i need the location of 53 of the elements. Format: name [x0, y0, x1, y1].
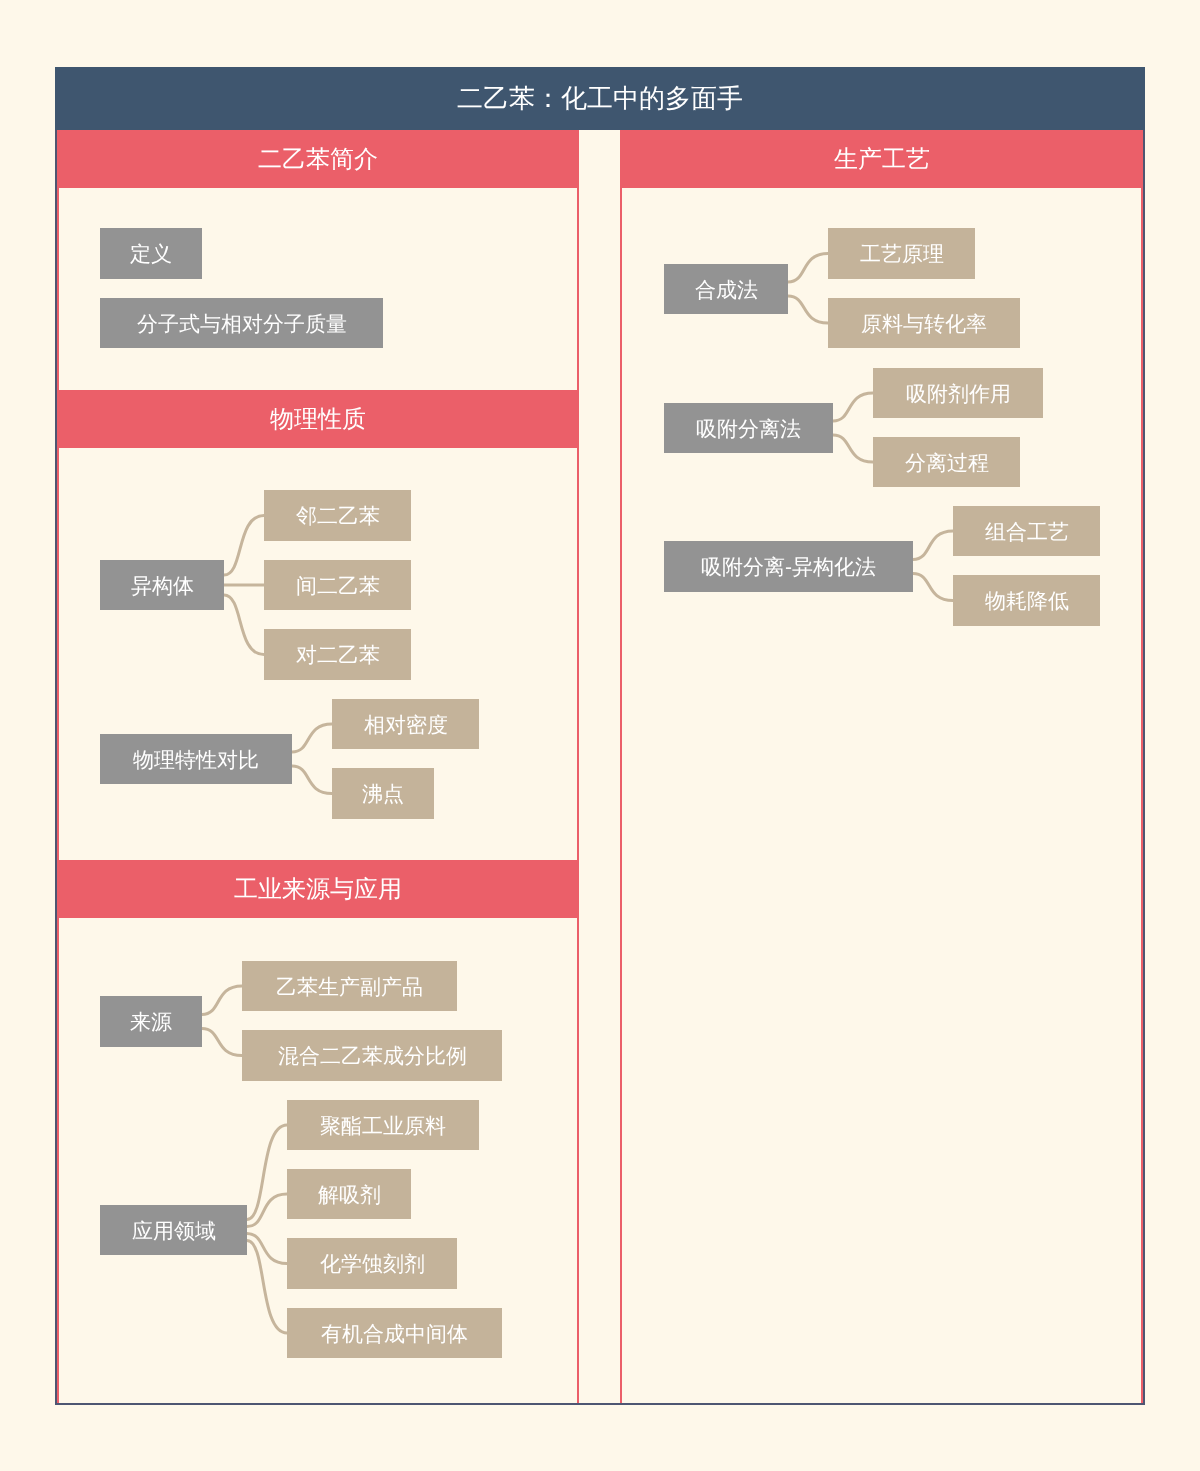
subtopic-box: 聚酯工业原料: [287, 1100, 479, 1150]
diagram-frame: [55, 67, 1145, 1405]
subtopic-box: 间二乙苯: [264, 560, 411, 610]
connector-line: [246, 1123, 288, 1221]
connector-line: [832, 391, 874, 423]
topic-box: 应用领域: [100, 1205, 247, 1255]
topic-box: 定义: [100, 228, 202, 279]
subtopic-box: 乙苯生产副产品: [242, 961, 457, 1011]
subtopic-box: 分离过程: [873, 437, 1020, 487]
section-panel: [620, 130, 1143, 1403]
connector-line: [832, 433, 874, 464]
topic-box: 吸附分离-异构化法: [664, 541, 913, 592]
section-header: 生产工艺: [622, 130, 1141, 188]
connector-line: [224, 583, 264, 587]
title-bar: 二乙苯：化工中的多面手: [55, 67, 1145, 130]
connector-line: [223, 593, 265, 656]
connector-line: [246, 1192, 288, 1228]
section-header: 二乙苯简介: [59, 130, 577, 188]
connector-line: [223, 514, 265, 577]
section-header: 工业来源与应用: [59, 860, 577, 918]
topic-box: 合成法: [664, 264, 788, 314]
subtopic-box: 吸附剂作用: [873, 368, 1043, 418]
subtopic-box: 原料与转化率: [828, 298, 1020, 348]
connector-line: [787, 252, 829, 284]
section-panel: [57, 130, 579, 390]
subtopic-box: 有机合成中间体: [287, 1308, 502, 1358]
topic-box: 吸附分离法: [664, 403, 833, 453]
subtopic-box: 对二乙苯: [264, 629, 411, 680]
section-header: 物理性质: [59, 390, 577, 448]
topic-box: 分子式与相对分子质量: [100, 298, 383, 348]
connector-line: [246, 1232, 288, 1265]
connector-line: [787, 294, 829, 325]
connector-line: [201, 984, 243, 1016]
subtopic-box: 相对密度: [332, 699, 479, 749]
section-panel: [57, 860, 579, 1403]
subtopic-box: 组合工艺: [953, 506, 1100, 556]
subtopic-box: 物耗降低: [953, 575, 1100, 626]
subtopic-box: 沸点: [332, 768, 434, 819]
section-panel: [57, 390, 579, 860]
topic-box: 来源: [100, 996, 202, 1047]
connector-line: [912, 529, 954, 561]
connector-line: [912, 572, 954, 602]
topic-box: 异构体: [100, 560, 224, 610]
subtopic-box: 混合二乙苯成分比例: [242, 1030, 502, 1081]
connector-line: [291, 764, 333, 795]
connector-line: [201, 1027, 243, 1057]
subtopic-box: 工艺原理: [828, 228, 975, 279]
connector-line: [291, 722, 333, 754]
connector-line: [246, 1239, 288, 1335]
subtopic-box: 解吸剂: [287, 1169, 411, 1219]
topic-box: 物理特性对比: [100, 734, 292, 784]
subtopic-box: 邻二乙苯: [264, 490, 411, 541]
subtopic-box: 化学蚀刻剂: [287, 1238, 457, 1289]
